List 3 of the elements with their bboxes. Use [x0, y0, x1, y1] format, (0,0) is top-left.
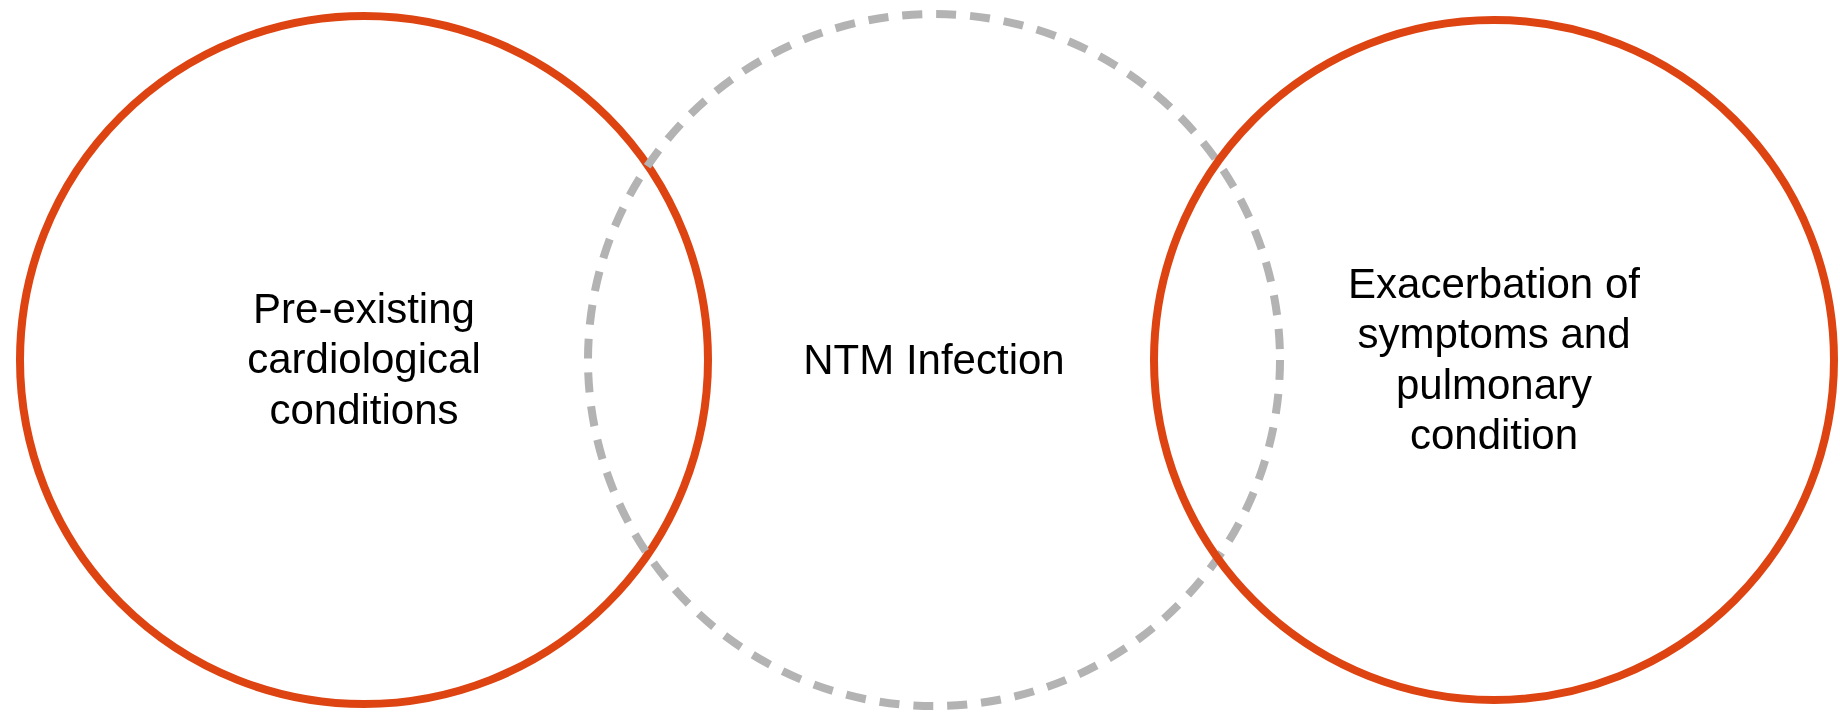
circle-label: Exacerbation of symptoms and pulmonary condition: [1347, 259, 1641, 461]
circle-label: NTM Infection: [802, 334, 1066, 385]
circle-label: Pre-existing cardiological conditions: [246, 284, 482, 436]
